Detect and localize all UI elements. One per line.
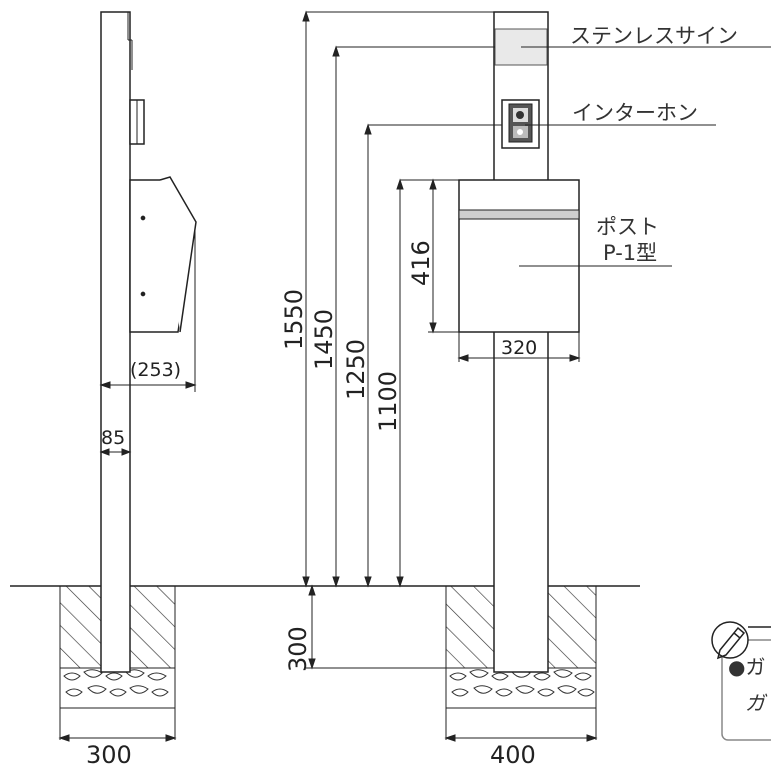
dim-box-width: 320 [501,337,537,359]
dim-embed-depth: 300 [284,626,312,672]
note-line-1: ●ガ [728,655,765,679]
dim-post-width [99,448,132,456]
dim-height-1450: 1450 [310,309,338,370]
label-stainless-sign: ステンレスサイン [570,24,738,48]
mailbox-p1 [458,179,580,333]
pencil-note-icon [711,621,749,660]
label-post: ポスト [596,215,659,239]
dim-side-depth-label: (253) [130,359,181,381]
label-intercom: インターホン [572,101,698,125]
note-card: ●ガ ガ [711,621,771,741]
dim-side-depth [99,230,197,392]
front-view: 1550 1450 1250 1100 416 300 320 400 ステンレ… [280,10,771,765]
dim-height-1550: 1550 [280,289,308,350]
label-post-model: P-1型 [603,241,657,265]
note-line-2: ガ [745,691,768,715]
dim-post-width-label: 85 [101,427,125,449]
dim-height-1250: 1250 [342,339,370,400]
dim-footing-side-label: 300 [86,741,132,765]
callout-lines [519,46,771,267]
side-post [100,11,131,673]
side-view: (253) 85 300 [58,11,197,765]
dim-footing-front: 400 [490,741,536,765]
dim-box-height: 416 [407,240,435,286]
intercom-unit [501,99,540,149]
dim-footing-side [58,708,177,742]
height-dimensions [302,10,598,742]
dim-height-1100: 1100 [374,371,402,432]
side-mailbox [129,176,197,333]
